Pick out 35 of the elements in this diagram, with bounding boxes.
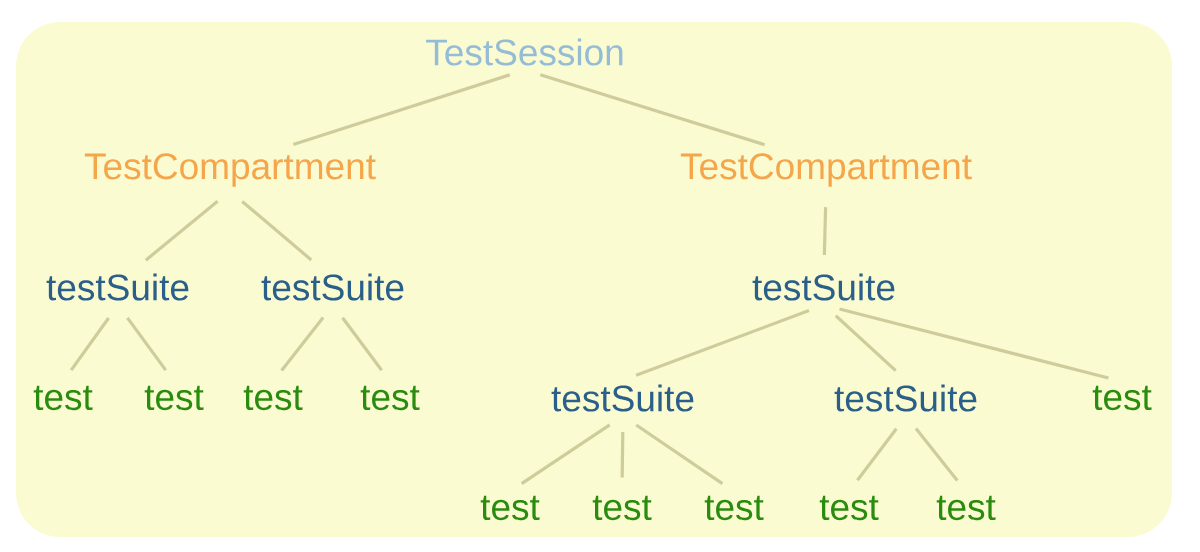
suite-label: testSuite	[551, 384, 694, 412]
suite-label: testSuite	[46, 273, 189, 301]
connector-line	[856, 427, 898, 482]
connector-line	[126, 316, 168, 372]
test-label: test	[592, 495, 652, 521]
test-label: test	[144, 385, 204, 411]
connector-line	[822, 207, 828, 256]
test-label: test	[360, 385, 420, 411]
compartment-label: TestCompartment	[84, 153, 376, 187]
connector-line	[280, 316, 325, 372]
connector-line	[144, 200, 219, 262]
connector-line	[914, 427, 959, 482]
suite-label: testSuite	[834, 384, 977, 412]
session-label: TestSession	[426, 38, 623, 66]
test-label: test	[33, 385, 93, 411]
test-label: test	[480, 495, 540, 521]
connector-line	[69, 317, 110, 372]
test-label: test	[819, 495, 879, 521]
connector-line	[839, 307, 1109, 380]
test-label: test	[243, 385, 303, 411]
connector-line	[539, 73, 766, 147]
connector-line	[341, 316, 383, 372]
test-label: test	[1092, 385, 1152, 411]
connector-line	[635, 423, 724, 485]
connector-line	[834, 314, 897, 372]
compartment-label: TestCompartment	[680, 153, 972, 187]
connector-line	[292, 73, 511, 147]
connector-line	[241, 200, 313, 262]
connector-line	[620, 431, 625, 478]
suite-label: testSuite	[752, 273, 895, 301]
suite-label: testSuite	[261, 273, 404, 301]
connector-line	[520, 423, 611, 485]
test-label: test	[704, 495, 764, 521]
connector-line	[635, 309, 810, 377]
test-label: test	[936, 495, 996, 521]
